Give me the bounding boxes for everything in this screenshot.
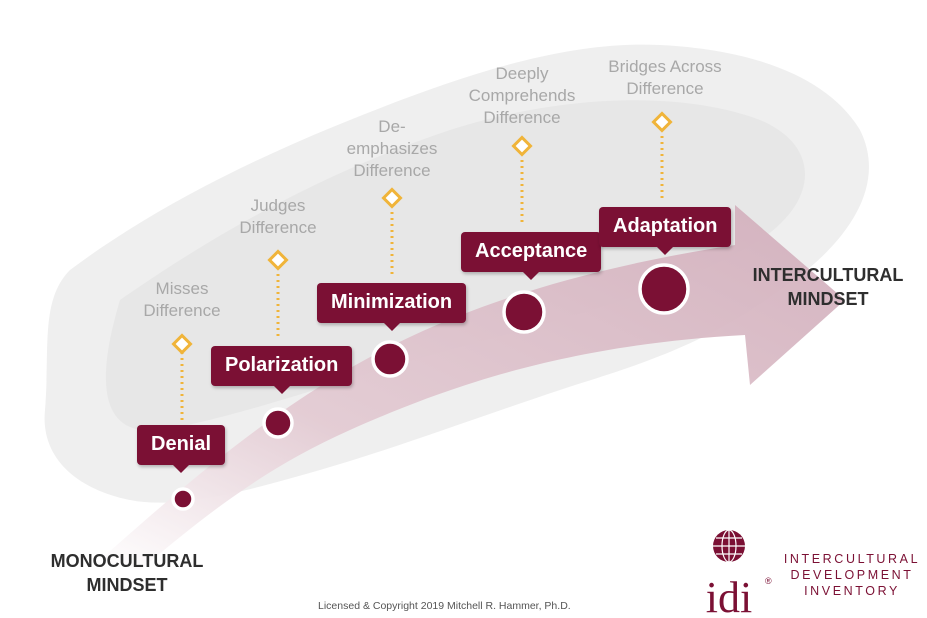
idi-logo: idi ® [706,529,772,616]
stage-description-denial: Misses Difference [122,278,242,322]
stage-label-minimization: Minimization [317,283,467,331]
stage-circle-denial [171,487,195,511]
description-line: De- [378,117,406,136]
idi-name-line: INTERCULTURAL [783,552,921,566]
mindset-end-label: INTERCULTURAL MINDSET [733,263,923,311]
idi-name-line: DEVELOPMENT [790,568,914,582]
stage-label-denial: Denial [137,425,226,473]
diamond-adaptation [651,111,673,133]
description-line: Deeply [495,64,549,83]
stage-circle-acceptance [502,290,546,334]
mindset-start-label: MONOCULTURAL MINDSET [22,549,232,597]
idi-organization-name: INTERCULTURAL DEVELOPMENT INVENTORY [782,551,922,599]
description-line: Comprehends [468,86,576,105]
description-line: Bridges Across [608,57,722,76]
description-line: Difference [353,161,431,180]
stage-circle-adaptation [638,263,690,315]
diamond-polarization [267,249,289,271]
registered-mark: ® [765,576,772,586]
description-line: Difference [483,108,561,127]
description-line: Difference [239,218,317,237]
mindset-line: MINDSET [787,289,869,309]
stage-description-polarization: Judges Difference [218,195,338,239]
stage-label-acceptance: Acceptance [461,232,602,280]
connector-acceptance [511,135,533,222]
globe-icon [713,529,745,563]
stage-description-minimization: De- emphasizes Difference [332,116,452,182]
mindset-line: MINDSET [86,575,168,595]
mindset-line: INTERCULTURAL [752,265,904,285]
diamond-minimization [381,187,403,209]
copyright-notice: Licensed & Copyright 2019 Mitchell R. Ha… [318,600,571,612]
connector-polarization [267,249,289,338]
description-line: Misses [155,279,209,298]
connector-denial [171,333,193,420]
connector-minimization [381,187,403,275]
stage-description-acceptance: Deeply Comprehends Difference [457,63,587,129]
idi-name-line: INVENTORY [804,584,900,598]
description-line: emphasizes [346,139,438,158]
stage-label-adaptation: Adaptation [599,207,732,255]
idi-wordmark: idi [706,573,752,616]
diamond-acceptance [511,135,533,157]
diamond-denial [171,333,193,355]
mindset-line: MONOCULTURAL [50,551,204,571]
description-line: Judges [250,196,306,215]
connector-adaptation [651,111,673,200]
stage-circle-polarization [262,407,294,439]
stage-description-adaptation: Bridges Across Difference [590,56,740,100]
description-line: Difference [626,79,704,98]
stage-circle-minimization [371,340,409,378]
stage-label-polarization: Polarization [211,346,353,394]
description-line: Difference [143,301,221,320]
